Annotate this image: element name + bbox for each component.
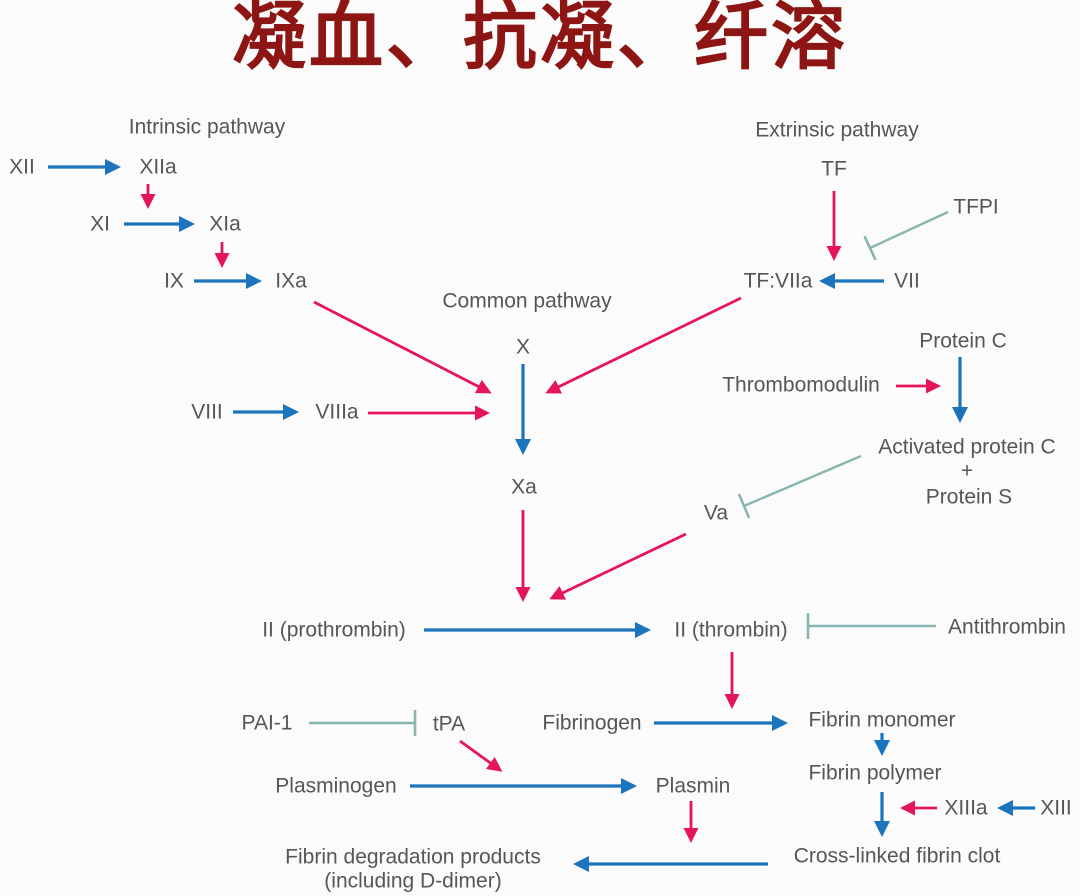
page-title: 凝血、抗凝、纤溶 bbox=[232, 0, 848, 79]
node-prothrombin: II (prothrombin) bbox=[262, 618, 406, 642]
arrow-ixa-catalyzes-x bbox=[313, 300, 492, 394]
node-tf: TF bbox=[821, 157, 847, 181]
node-fibrin-polymer: Fibrin polymer bbox=[808, 761, 942, 785]
node-viiia: VIIIa bbox=[315, 400, 359, 424]
node-fibrin-monomer: Fibrin monomer bbox=[808, 708, 956, 732]
node-thrombomodulin: Thrombomodulin bbox=[722, 373, 880, 397]
node-activated-protein-c: Activated protein C bbox=[878, 435, 1056, 459]
node-xiiia: XIIIa bbox=[944, 796, 988, 820]
node-xii: XII bbox=[9, 155, 35, 179]
node-xi: XI bbox=[90, 212, 110, 236]
node-ixa: IXa bbox=[275, 269, 307, 293]
node-crosslinked-fibrin-clot: Cross-linked fibrin clot bbox=[793, 844, 1001, 868]
node-apc-plus: + bbox=[960, 459, 974, 483]
node-vii: VII bbox=[894, 269, 920, 293]
node-xiia: XIIa bbox=[139, 155, 177, 179]
node-pai1: PAI-1 bbox=[241, 711, 293, 735]
node-tfviia: TF:VIIa bbox=[743, 269, 813, 293]
node-antithrombin: Antithrombin bbox=[948, 615, 1066, 639]
node-fibrinogen: Fibrinogen bbox=[542, 711, 642, 735]
arrow-va-catalyzes bbox=[549, 532, 687, 600]
node-tpa: tPA bbox=[432, 712, 466, 736]
node-x: X bbox=[515, 335, 531, 359]
node-xiii: XIII bbox=[1040, 796, 1072, 820]
node-tfpi: TFPI bbox=[953, 195, 999, 219]
node-plasmin: Plasmin bbox=[655, 774, 731, 798]
node-thrombin: II (thrombin) bbox=[674, 618, 788, 642]
header-extrinsic-pathway: Extrinsic pathway bbox=[755, 118, 919, 142]
node-xa: Xa bbox=[511, 475, 537, 499]
node-protein-s: Protein S bbox=[925, 485, 1013, 509]
inhibit-apc-on-va bbox=[737, 454, 862, 519]
header-intrinsic-pathway: Intrinsic pathway bbox=[128, 115, 286, 139]
node-xia: XIa bbox=[209, 212, 241, 236]
arrow-tfviia-catalyzes-x bbox=[545, 296, 742, 394]
node-viii: VIII bbox=[191, 400, 223, 424]
node-ix: IX bbox=[164, 269, 184, 293]
inhibit-tfpi bbox=[863, 210, 949, 261]
node-protein-c: Protein C bbox=[919, 329, 1007, 353]
node-va: Va bbox=[703, 501, 729, 525]
arrow-tpa-catalyzes bbox=[459, 739, 503, 772]
node-fdp-line2: (including D-dimer) bbox=[324, 869, 502, 893]
node-plasminogen: Plasminogen bbox=[275, 774, 397, 798]
node-fdp-line1: Fibrin degradation products bbox=[285, 845, 541, 869]
header-common-pathway: Common pathway bbox=[442, 289, 612, 313]
